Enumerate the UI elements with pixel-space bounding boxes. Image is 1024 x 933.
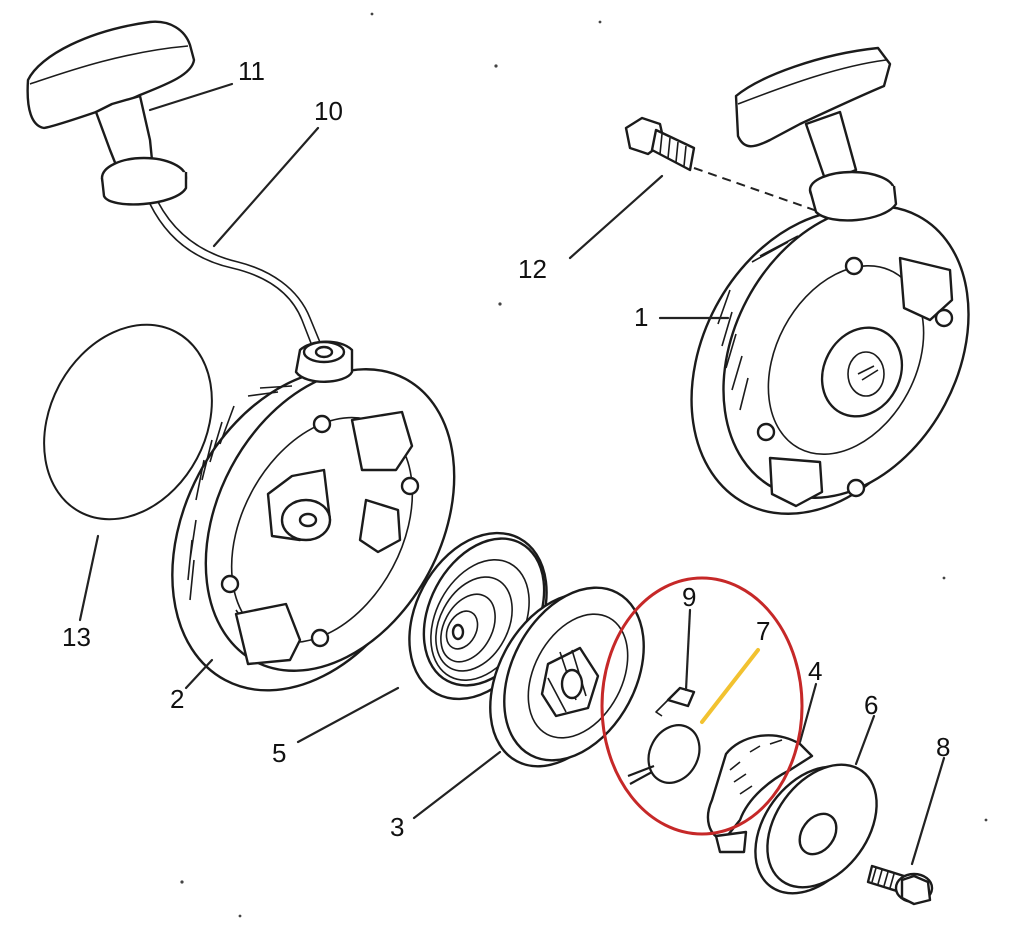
label-6: 6 [864, 690, 878, 720]
leader-4 [798, 682, 818, 744]
label-7: 7 [756, 616, 770, 646]
part-number-labels: 11 10 12 1 13 2 5 3 9 7 4 6 8 [62, 56, 950, 842]
label-11: 11 [238, 56, 265, 86]
part-10-starter-rope [149, 201, 325, 357]
part-6-washer [754, 763, 878, 895]
highlight-circle [600, 576, 804, 836]
label-1: 1 [634, 302, 648, 332]
part-9-pawl-spring [655, 686, 696, 717]
part-2-starter-case [171, 340, 456, 692]
leader-9 [684, 608, 692, 692]
label-5: 5 [272, 738, 286, 768]
leader-8 [910, 756, 946, 866]
label-12: 12 [518, 254, 547, 284]
scan-specks [180, 12, 988, 918]
leader-13 [78, 534, 100, 622]
label-4: 4 [808, 656, 822, 686]
leader-3 [412, 750, 502, 820]
label-2: 2 [170, 684, 184, 714]
part-4-ratchet [706, 734, 814, 854]
leader-12 [568, 174, 664, 260]
part-8-screw [866, 864, 934, 906]
label-3: 3 [390, 812, 404, 842]
label-10: 10 [314, 96, 343, 126]
highlight-pointer-line [700, 648, 760, 724]
label-13: 13 [62, 622, 91, 652]
part-11-starter-handle [26, 20, 196, 206]
leader-5 [296, 686, 400, 744]
leader-lines [78, 82, 946, 866]
highlight-annotation [600, 576, 804, 836]
leader-6 [854, 714, 876, 766]
part-12-bolt [624, 116, 821, 213]
part-1-starter-assembly [690, 46, 970, 515]
label-9: 9 [682, 582, 696, 612]
label-8: 8 [936, 732, 950, 762]
leader-10 [212, 126, 320, 248]
part-13-gasket [43, 323, 213, 521]
part-7-friction-spring [627, 724, 701, 785]
leader-2 [184, 658, 214, 690]
leader-11 [148, 82, 234, 112]
part-3-reel-pulley [489, 586, 645, 768]
